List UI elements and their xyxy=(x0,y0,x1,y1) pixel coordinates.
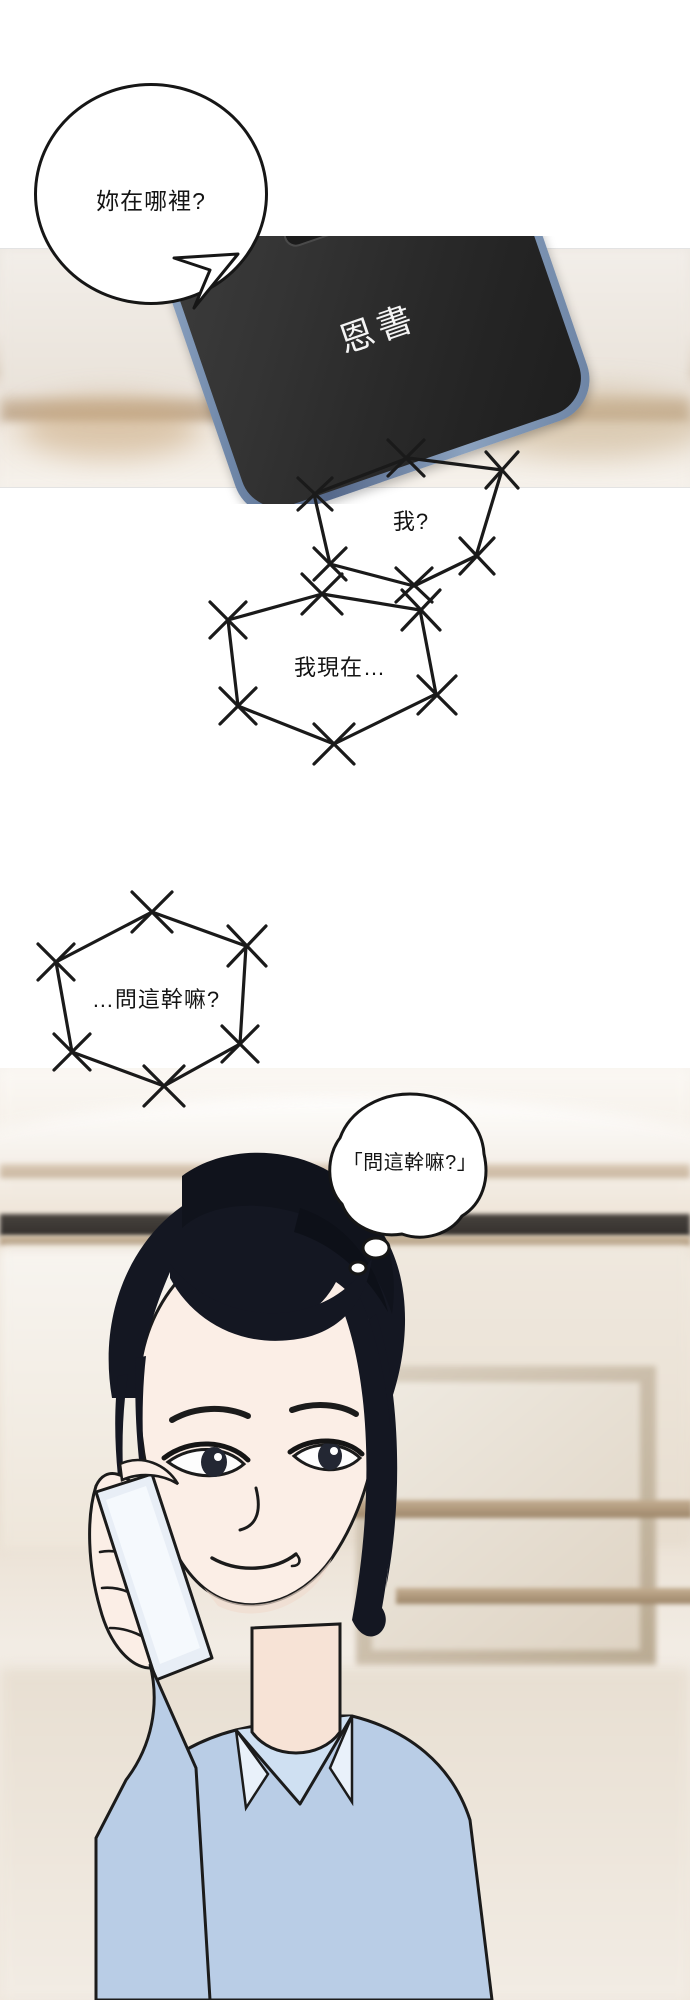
speech-bubble-right-now[interactable]: 我現在… xyxy=(206,558,474,782)
phone-notch xyxy=(280,236,400,250)
speech-bubble-text: …問這幹嘛? xyxy=(91,987,221,1012)
speech-bubble-why-ask[interactable]: …問這幹嘛? xyxy=(36,886,276,1120)
thought-bubble-text: 「問這幹嘛?」 xyxy=(342,1152,478,1174)
speech-bubble-me[interactable]: 我? xyxy=(296,408,526,604)
thought-bubble-why-ask[interactable]: 「問這幹嘛?」 xyxy=(324,1088,496,1278)
speech-bubble-text: 我? xyxy=(392,509,430,534)
panel-character xyxy=(0,1068,690,2000)
room-shelf xyxy=(396,1588,690,1604)
room-blur-blob xyxy=(20,398,200,458)
speech-bubble-text: 妳在哪裡? xyxy=(96,188,206,214)
speech-bubble-text: 我現在… xyxy=(293,655,386,680)
man-on-phone xyxy=(0,1068,690,2000)
room-shelf xyxy=(352,1500,690,1518)
speech-bubble-where-are-you[interactable]: 妳在哪裡? xyxy=(34,83,268,305)
